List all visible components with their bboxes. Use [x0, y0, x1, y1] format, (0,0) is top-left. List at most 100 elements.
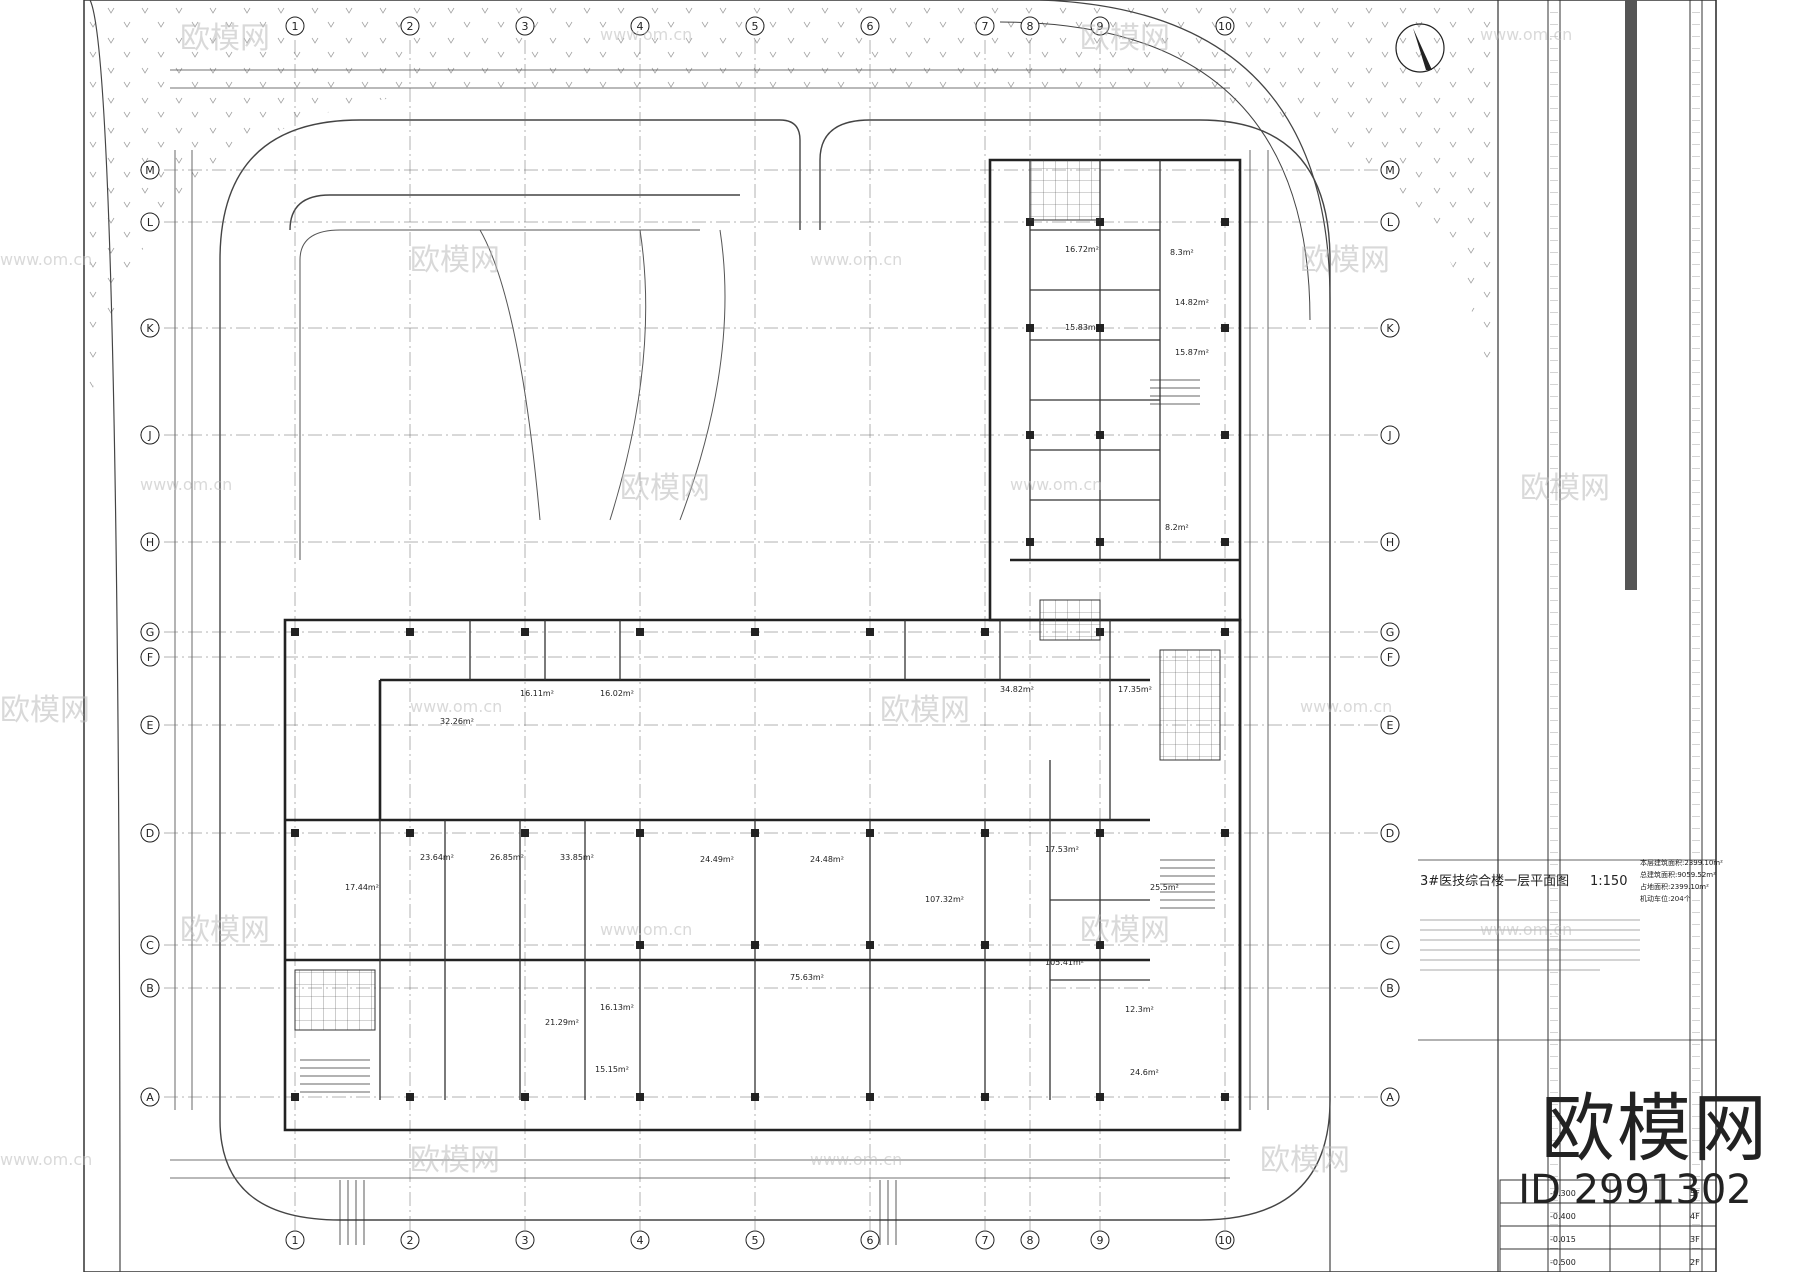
- grid-bubble-row: M: [1380, 160, 1400, 180]
- grid-bubble-col: 3: [515, 1230, 535, 1250]
- grid-bubble-col: 7: [975, 1230, 995, 1250]
- svg-text:欧模网: 欧模网: [1300, 243, 1390, 278]
- grid-label: B: [146, 982, 154, 995]
- svg-text:本层建筑面积:2399.10m²: 本层建筑面积:2399.10m²: [1640, 858, 1723, 867]
- column: [866, 829, 874, 837]
- grid-bubble-row: A: [140, 1087, 160, 1107]
- grid-bubble-col: 1: [285, 1230, 305, 1250]
- grid-bubble-row: H: [1380, 532, 1400, 552]
- watermark-stamp: 欧模网 ID 2991302: [1510, 1090, 1800, 1212]
- room-area-label: 21.29m²: [545, 1018, 579, 1027]
- room-area-label: 34.82m²: [1000, 685, 1034, 694]
- grid-label: G: [146, 626, 155, 639]
- room-area-label: 15.87m²: [1175, 348, 1209, 357]
- driveway: [219, 119, 1331, 1221]
- room-area-label: 24.48m²: [810, 855, 844, 864]
- room-area-label: 32.26m²: [440, 717, 474, 726]
- grid-label: H: [146, 536, 154, 549]
- grid-bubble-col: 9: [1090, 1230, 1110, 1250]
- grid-bubble-row: G: [1380, 622, 1400, 642]
- column: [291, 829, 299, 837]
- grid-bubble-row: J: [1380, 425, 1400, 445]
- landscape-area: [84, 0, 1500, 1272]
- room-area-label: 14.82m²: [1175, 298, 1209, 307]
- north-arrow-icon: [1395, 23, 1445, 73]
- grid-bubble-row: D: [1380, 823, 1400, 843]
- grid-bubble-col: 2: [400, 16, 420, 36]
- svg-text:2F: 2F: [1690, 1258, 1700, 1267]
- grid-label: 1: [292, 20, 299, 33]
- room-area-label: 75.63m²: [790, 973, 824, 982]
- grid-label: E: [147, 719, 154, 732]
- svg-text:www.om.cn: www.om.cn: [600, 25, 692, 44]
- room-area-label: 17.35m²: [1118, 685, 1152, 694]
- column: [636, 1093, 644, 1101]
- grid-bubble-col: 8: [1020, 1230, 1040, 1250]
- column: [751, 1093, 759, 1101]
- grid-bubble-col: 10: [1215, 16, 1235, 36]
- column: [981, 1093, 989, 1101]
- room-area-label: 15.83m²: [1065, 323, 1099, 332]
- grid-label: D: [1386, 827, 1394, 840]
- grid-bubble-col: 10: [1215, 1230, 1235, 1250]
- grid-bubble-row: E: [1380, 715, 1400, 735]
- grid-label: 9: [1097, 20, 1104, 33]
- restroom-hatch: [1159, 649, 1221, 761]
- column: [1221, 538, 1229, 546]
- grid-bubble-row: F: [1380, 647, 1400, 667]
- grid-label: A: [146, 1091, 154, 1104]
- grid-bubble-col: 7: [975, 16, 995, 36]
- grid-bubble-row: C: [1380, 935, 1400, 955]
- room-area-label: 15.15m²: [595, 1065, 629, 1074]
- grid-label: 4: [637, 20, 644, 33]
- column: [521, 829, 529, 837]
- drawing-title: 3#医技综合楼一层平面图: [1420, 874, 1569, 889]
- column: [406, 1093, 414, 1101]
- column: [1096, 941, 1104, 949]
- column: [751, 829, 759, 837]
- svg-text:欧模网: 欧模网: [1080, 913, 1170, 948]
- grid-bubble-row: C: [140, 935, 160, 955]
- grid-bubble-row: K: [140, 318, 160, 338]
- grid-bubble-row: H: [140, 532, 160, 552]
- dimension-lines: [170, 69, 1269, 1179]
- grid-label: F: [147, 651, 153, 664]
- grid-label: J: [1387, 429, 1391, 442]
- grid-bubble-col: 5: [745, 16, 765, 36]
- grid-label: 1: [292, 1234, 299, 1247]
- grid-bubble-col: 9: [1090, 16, 1110, 36]
- svg-text:欧模网: 欧模网: [180, 21, 270, 56]
- svg-text:欧模网: 欧模网: [880, 693, 970, 728]
- grid-label: 2: [407, 1234, 414, 1247]
- grid-label: 8: [1027, 20, 1034, 33]
- column: [866, 1093, 874, 1101]
- svg-text:欧模网: 欧模网: [1080, 21, 1170, 56]
- room-area-label: 12.3m²: [1125, 1005, 1154, 1014]
- grid-label: L: [1387, 216, 1394, 229]
- room-area-label: 16.02m²: [600, 689, 634, 698]
- column: [1096, 829, 1104, 837]
- column: [1221, 431, 1229, 439]
- svg-text:-0.400: -0.400: [1550, 1212, 1576, 1221]
- svg-text:www.om.cn: www.om.cn: [1480, 25, 1572, 44]
- area-summary: 本层建筑面积:2399.10m² 总建筑面积:9059.52m² 占地面积:23…: [1640, 858, 1723, 903]
- svg-text:www.om.cn: www.om.cn: [1010, 475, 1102, 494]
- grid-label: C: [146, 939, 154, 952]
- svg-text:www.om.cn: www.om.cn: [600, 920, 692, 939]
- grid-label: 3: [522, 20, 529, 33]
- room-area-label: 105.41m²: [1045, 958, 1084, 967]
- grid-bubble-row: M: [140, 160, 160, 180]
- grid-label: 8: [1027, 1234, 1034, 1247]
- grid-label: C: [1386, 939, 1394, 952]
- column: [1096, 1093, 1104, 1101]
- column: [406, 628, 414, 636]
- interior-partitions: [379, 160, 1161, 1100]
- grid-bubble-row: F: [140, 647, 160, 667]
- svg-text:www.om.cn: www.om.cn: [810, 250, 902, 269]
- grid-label: L: [147, 216, 154, 229]
- building-walls: [283, 158, 1242, 1132]
- grid-bubble-row: D: [140, 823, 160, 843]
- grid-bubble-row: A: [1380, 1087, 1400, 1107]
- axis-grid-lines: [140, 40, 1400, 1230]
- grid-bubble-col: 2: [400, 1230, 420, 1250]
